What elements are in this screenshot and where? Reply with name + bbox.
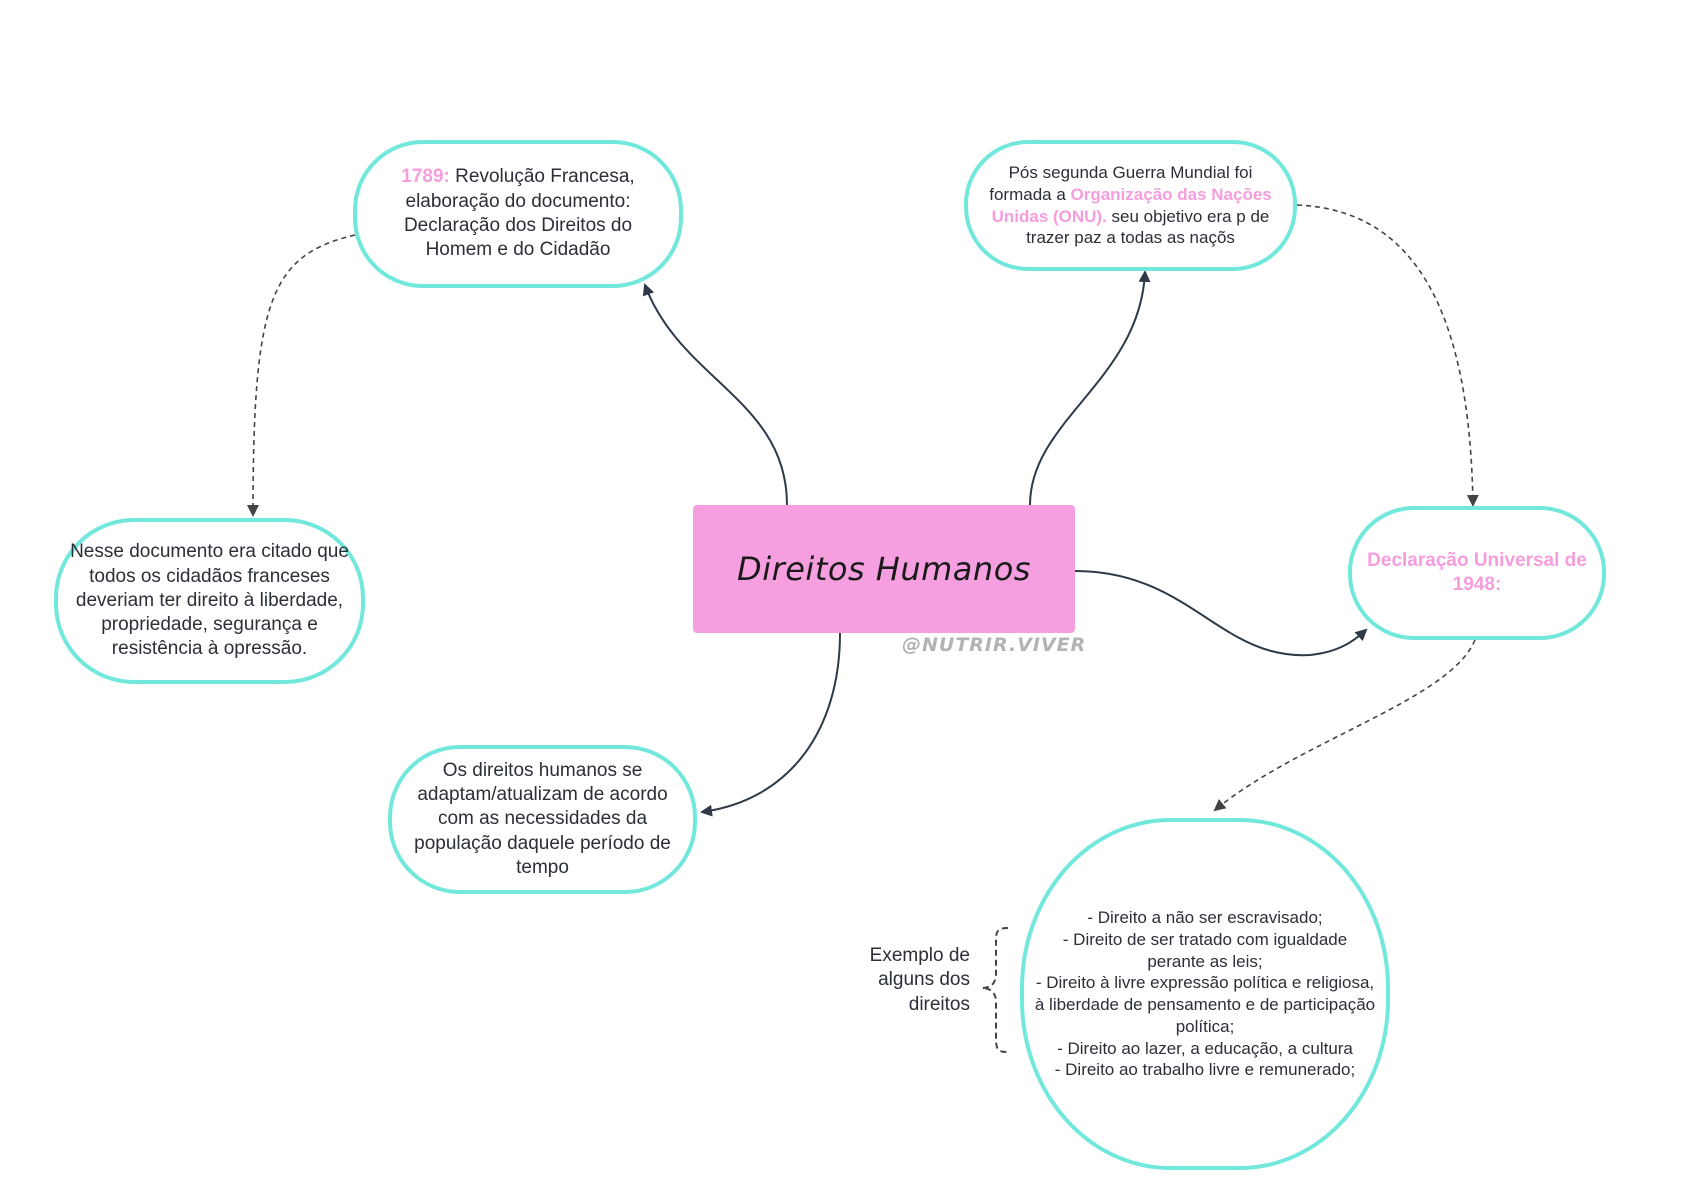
node-onu: Pós segunda Guerra Mundial foi formada a… xyxy=(964,140,1297,271)
connector-center-to-adaptam xyxy=(700,632,841,817)
rights-list-item: - Direito ao lazer, a educação, a cultur… xyxy=(1057,1038,1353,1058)
central-topic: Direitos Humanos xyxy=(693,505,1075,633)
rights-list-item: - Direito a não ser escravisado; xyxy=(1087,908,1323,927)
connector-center-to-1789 xyxy=(642,283,788,506)
node-adaptam-text: Os direitos humanos se adaptam/atualizam… xyxy=(414,759,671,878)
rights-list-item: - Direito à livre expressão política e r… xyxy=(1034,973,1376,1036)
node-direitos-adaptam: Os direitos humanos se adaptam/atualizam… xyxy=(388,745,697,894)
watermark: @NUTRIR.VIVER xyxy=(902,634,1087,656)
dashed-connector-1789-to-documento xyxy=(247,234,356,517)
rights-list-item: - Direito de ser tratado com igualdade p… xyxy=(1062,929,1348,971)
dashed-connector-declaracao-to-lista xyxy=(1213,639,1476,812)
node-onu-highlight: Organização das Nações Unidas (ONU). xyxy=(991,184,1272,226)
central-topic-title: Direitos Humanos xyxy=(737,550,1031,588)
node-revolucao-year: 1789: xyxy=(401,166,450,188)
connector-center-to-onu xyxy=(1029,270,1151,506)
node-lista-direitos: - Direito a não ser escravisado; - Direi… xyxy=(1020,818,1390,1170)
node-documento-text: Nesse documento era citado que todos os … xyxy=(70,541,349,660)
brace-icon xyxy=(981,927,1009,1053)
side-label-exemplo: Exemplo de alguns dos direitos xyxy=(869,945,970,1015)
node-onu-text-before: Pós segunda Guerra Mundial foi formada a xyxy=(989,163,1253,204)
node-documento: Nesse documento era citado que todos os … xyxy=(54,518,365,684)
dashed-connector-onu-to-declaracao xyxy=(1296,204,1479,507)
rights-list: - Direito a não ser escravisado; - Direi… xyxy=(1034,907,1376,1081)
connector-center-to-declaracao xyxy=(1074,570,1368,657)
node-declaracao-text: Declaração Universal de 1948: xyxy=(1367,549,1587,595)
node-revolucao-text: Revolução Francesa, elaboração do docume… xyxy=(403,166,635,261)
node-revolucao-francesa: 1789: Revolução Francesa, elaboração do … xyxy=(353,140,683,288)
node-onu-text-after: seu objetivo era p de trazer paz a todas… xyxy=(1026,206,1270,248)
rights-list-item: - Direito ao trabalho livre e remunerado… xyxy=(1054,1060,1356,1080)
node-declaracao-universal: Declaração Universal de 1948: xyxy=(1348,506,1606,640)
